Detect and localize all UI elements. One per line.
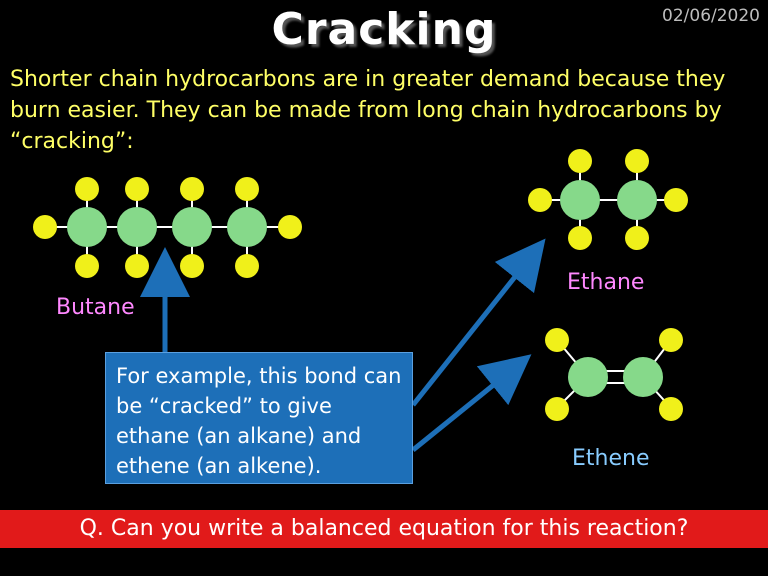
hydrogen-atom: [180, 254, 204, 278]
hydrogen-atom: [278, 215, 302, 239]
hydrogen-atom: [659, 397, 683, 421]
slide-title: Cracking: [271, 4, 497, 55]
hydrogen-atom: [625, 226, 649, 250]
hydrogen-atom: [180, 177, 204, 201]
hydrogen-atom: [545, 397, 569, 421]
carbon-atom: [623, 357, 663, 397]
hydrogen-atom: [33, 215, 57, 239]
carbon-atom: [172, 207, 212, 247]
carbon-atom: [67, 207, 107, 247]
hydrogen-atom: [545, 328, 569, 352]
butane-molecule: [33, 177, 302, 278]
hydrogen-atom: [75, 177, 99, 201]
ethene-label: Ethene: [572, 446, 650, 471]
carbon-atom: [568, 357, 608, 397]
ethane-label: Ethane: [567, 270, 645, 295]
slide-date: 02/06/2020: [662, 6, 760, 26]
ethene-molecule: [545, 328, 683, 421]
hydrogen-atom: [625, 149, 649, 173]
hydrogen-atom: [568, 149, 592, 173]
hydrogen-atom: [528, 188, 552, 212]
arrow-to-ethene: [411, 354, 532, 452]
butane-label: Butane: [56, 295, 135, 320]
carbon-atom: [617, 180, 657, 220]
intro-text: Shorter chain hydrocarbons are in greate…: [10, 67, 726, 154]
carbon-atom: [227, 207, 267, 247]
hydrogen-atom: [568, 226, 592, 250]
hydrogen-atom: [125, 254, 149, 278]
example-callout: For example, this bond can be “cracked” …: [105, 352, 413, 484]
ethane-molecule: [528, 149, 688, 250]
hydrogen-atom: [125, 177, 149, 201]
hydrogen-atom: [75, 254, 99, 278]
carbon-atom: [560, 180, 600, 220]
arrow-to-ethane: [411, 238, 546, 407]
carbon-atom: [117, 207, 157, 247]
hydrogen-atom: [235, 254, 259, 278]
hydrogen-atom: [235, 177, 259, 201]
question-banner: Q. Can you write a balanced equation for…: [0, 510, 768, 548]
hydrogen-atom: [659, 328, 683, 352]
hydrogen-atom: [664, 188, 688, 212]
